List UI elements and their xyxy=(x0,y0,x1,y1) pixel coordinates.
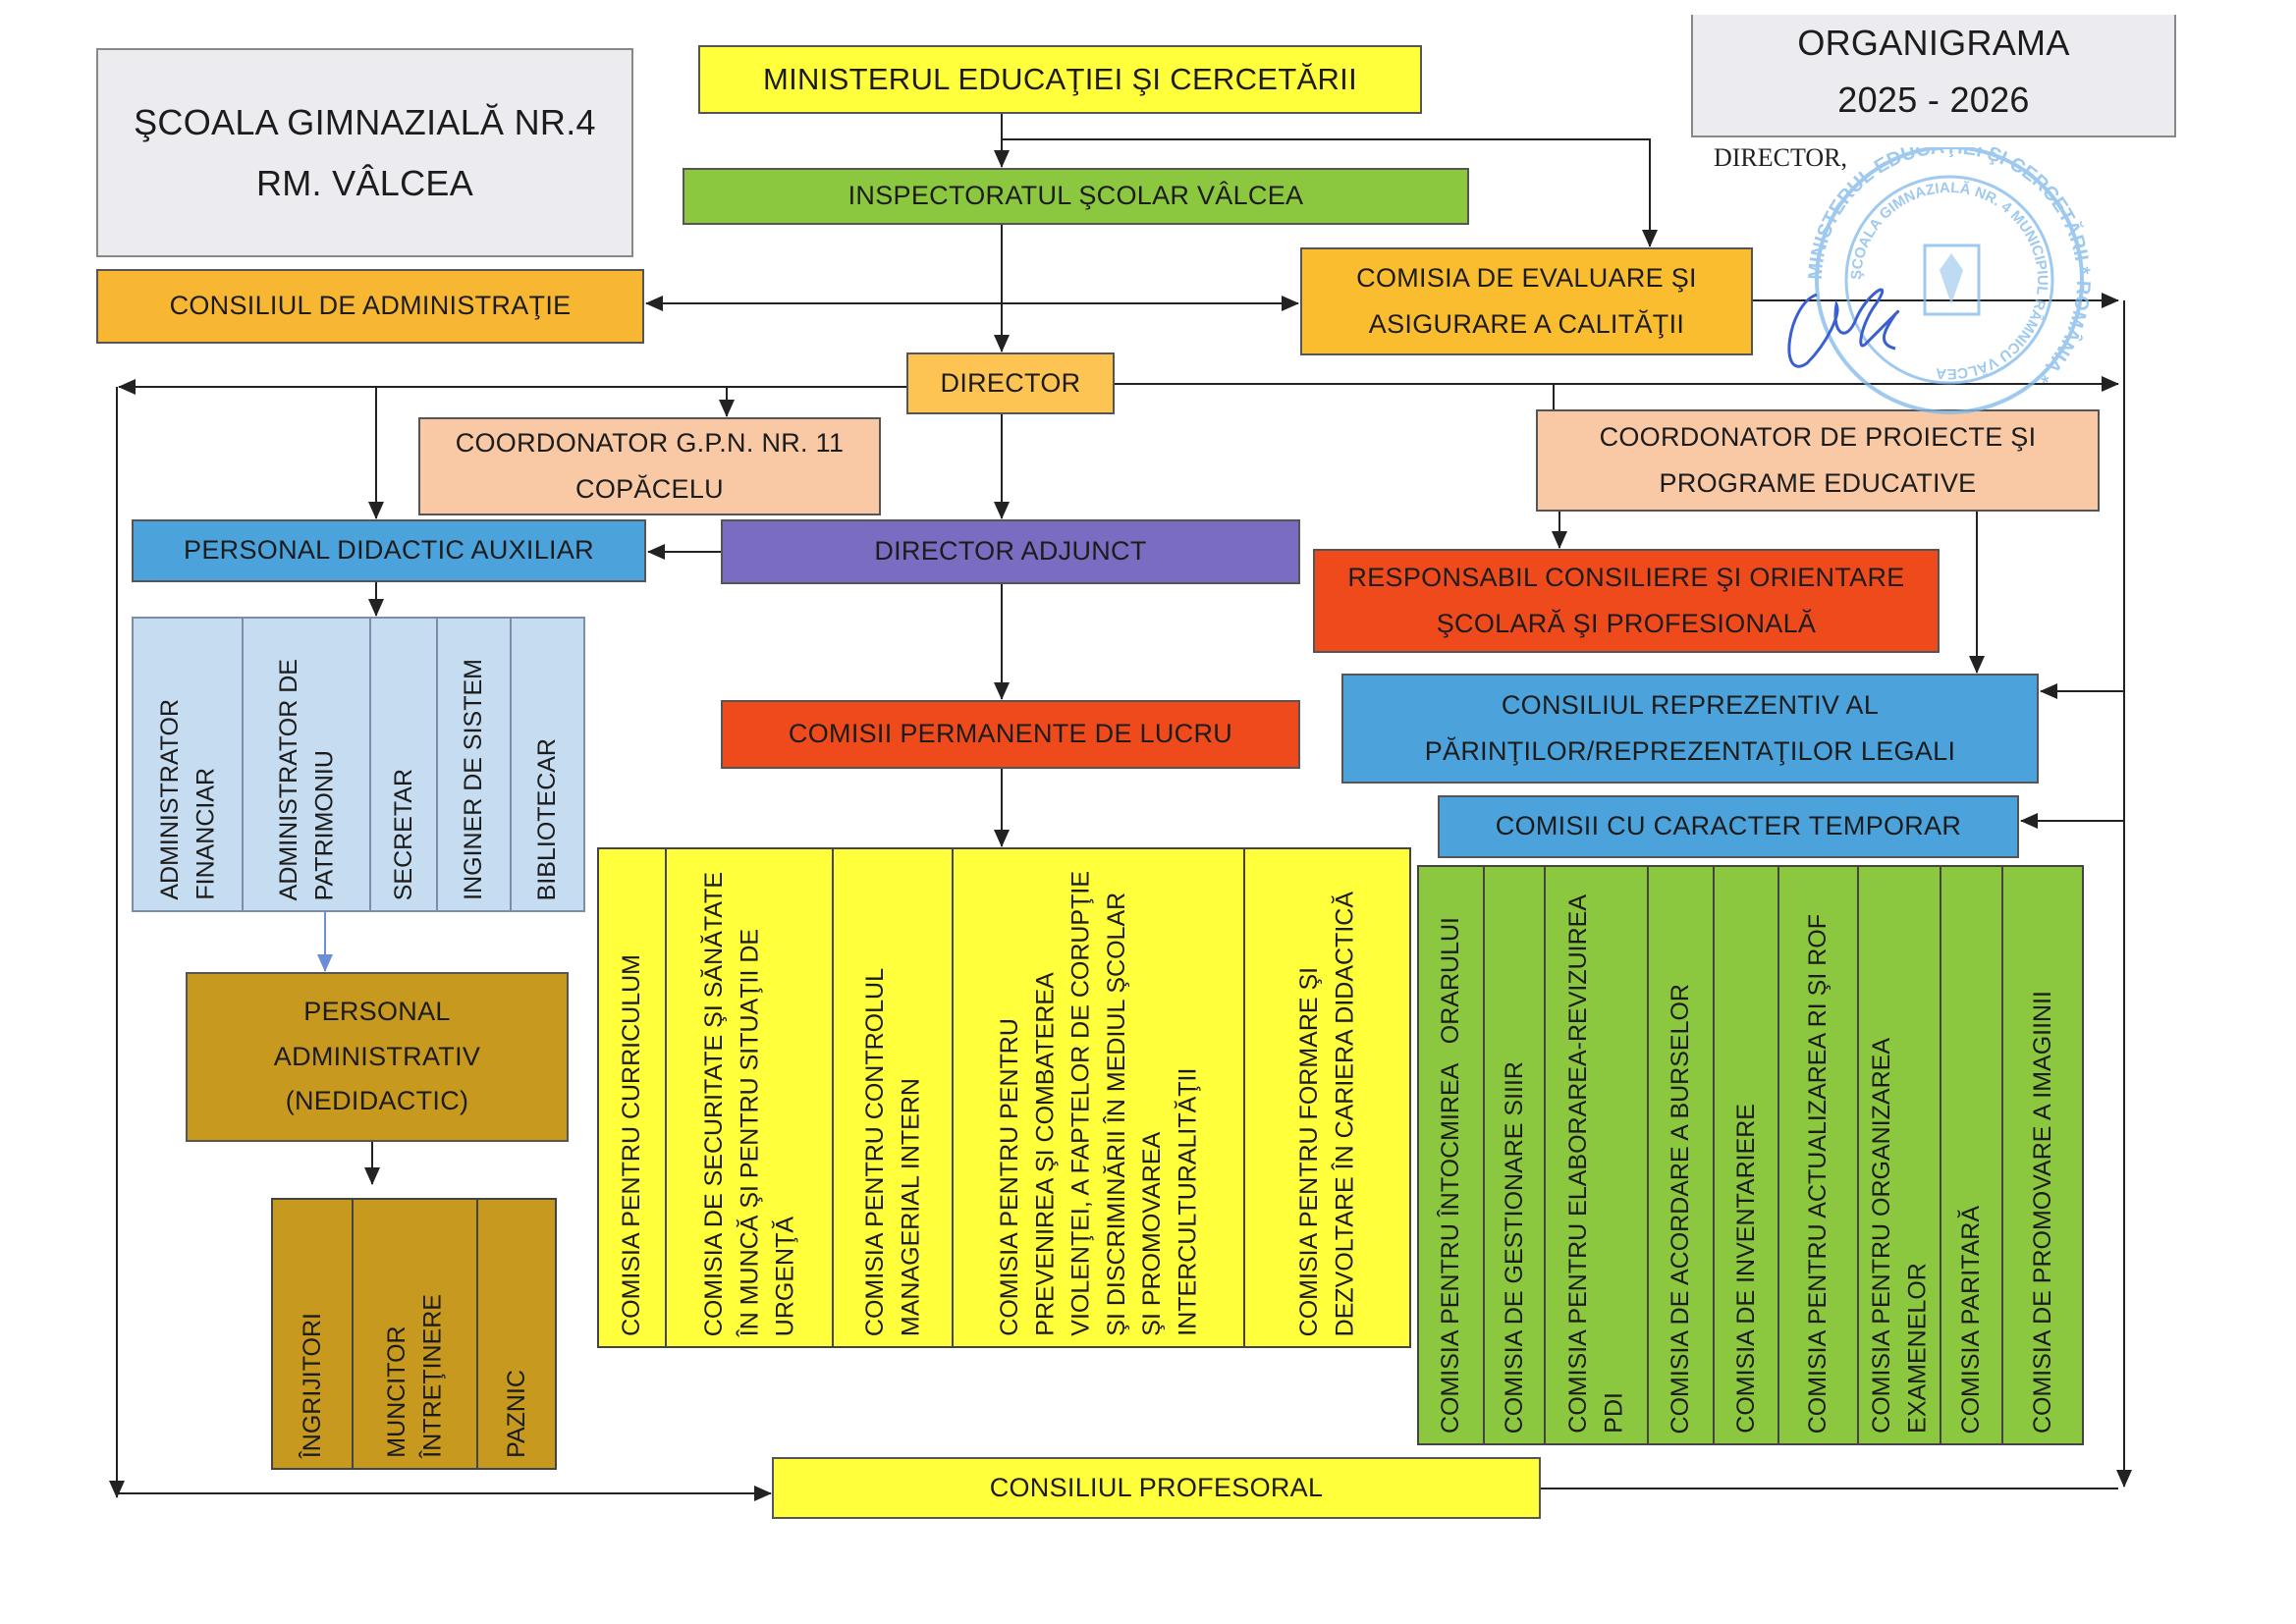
admin-roles-table: ÎNGRIJITORI MUNCITOR ÎNTREŢINERE PAZNIC xyxy=(271,1198,557,1470)
school-city: RM. VÂLCEA xyxy=(255,162,474,203)
permanent-commission: COMISIA PENTRU FORMARE ŞI DEZVOLTARE ÎN … xyxy=(1245,849,1409,1346)
temporary-commission-label: COMISIA PENTRU ELABORAREA-REVIZUIREA PDI xyxy=(1564,894,1628,1434)
deputy-director-label: DIRECTOR ADJUNCT xyxy=(874,536,1147,567)
inspectorate-label: INSPECTORATUL ŞCOLAR VÂLCEA xyxy=(847,181,1304,211)
admin-role: MUNCITOR ÎNTREŢINERE xyxy=(354,1200,478,1468)
temporary-commission-label: COMISIA PENTRU ACTUALIZAREA RI ŞI ROF xyxy=(1804,913,1832,1434)
director-box: DIRECTOR xyxy=(906,352,1115,414)
inspectorate-box: INSPECTORATUL ŞCOLAR VÂLCEA xyxy=(683,168,1469,225)
parents-council-line2: PĂRINŢILOR/REPREZENTAŢILOR LEGALI xyxy=(1424,736,1956,766)
school-name: ŞCOALA GIMNAZIALĂ NR.4 xyxy=(134,102,596,143)
auxiliary-role-label: SECRETAR xyxy=(389,768,417,900)
permanent-commission: COMISIA PENTRU CURRICULUM xyxy=(599,849,667,1346)
projects-coordinator-line1: COORDONATOR DE PROIECTE ŞI xyxy=(1599,421,2037,452)
temporary-commission: COMISIA PENTRU ORGANIZAREA EXAMENELOR xyxy=(1859,867,1941,1443)
admin-staff-line2: ADMINISTRATIV xyxy=(273,1041,481,1071)
temporary-commission: COMISIA DE ACORDARE A BURSELOR xyxy=(1649,867,1715,1443)
temporary-commission: COMISIA DE PROMOVARE A IMAGIINII xyxy=(2003,867,2082,1443)
school-name-box: ŞCOALA GIMNAZIALĂ NR.4 RM. VÂLCEA xyxy=(96,48,633,257)
permanent-commission-label: COMISIA PENTRU FORMARE ŞI DEZVOLTARE ÎN … xyxy=(1295,891,1359,1336)
temporary-commission-label: COMISIA DE INVENTARIERE xyxy=(1731,1104,1760,1434)
quality-commission-box: COMISIA DE EVALUARE ŞI ASIGURARE A CALIT… xyxy=(1300,247,1753,355)
permanent-commissions-box: COMISII PERMANENTE DE LUCRU xyxy=(721,700,1300,769)
auxiliary-role-label: ADMINISTRATOR FINANCIAR xyxy=(155,699,219,900)
permanent-commission: COMISIA PENTRU CONTROLUL MANAGERIAL INTE… xyxy=(834,849,954,1346)
temporary-commissions-box: COMISII CU CARACTER TEMPORAR xyxy=(1438,795,2019,858)
temporary-commission-label: COMISIA DE GESTIONARE SIIIR xyxy=(1500,1060,1528,1434)
ministry-box: MINISTERUL EDUCAŢIEI ŞI CERCETĂRII xyxy=(698,45,1422,114)
auxiliary-role: INGINER DE SISTEM xyxy=(438,619,512,910)
auxiliary-role: BIBLIOTECAR xyxy=(512,619,583,910)
temporary-commission: COMISIA PENTRU ACTUALIZAREA RI ŞI ROF xyxy=(1779,867,1859,1443)
permanent-commission: COMISIA PENTRU PENTRU PREVENIREA ŞI COMB… xyxy=(954,849,1245,1346)
permanent-commission: COMISIA DE SECURITATE ŞI SĂNĂTATE ÎN MUN… xyxy=(667,849,834,1346)
parents-council-line1: CONSILIUL REPREZENTIV AL xyxy=(1501,689,1880,720)
organigram-title-box: ORGANIGRAMA 2025 - 2026 xyxy=(1691,15,2176,137)
permanent-commission-label: COMISIA PENTRU CONTROLUL MANAGERIAL INTE… xyxy=(860,967,924,1336)
gpn-coordinator-box: COORDONATOR G.P.N. NR. 11 COPĂCELU xyxy=(418,417,881,515)
auxiliary-roles-table: ADMINISTRATOR FINANCIAR ADMINISTRATOR DE… xyxy=(132,617,585,912)
permanent-commission-label: COMISIA PENTRU CURRICULUM xyxy=(618,954,646,1336)
temporary-commission-label: COMISIA DE PROMOVARE A IMAGIINII xyxy=(2028,990,2056,1434)
temporary-commission-label: COMISIA PENTRU ORGANIZAREA EXAMENELOR xyxy=(1867,1038,1931,1434)
permanent-commissions-label: COMISII PERMANENTE DE LUCRU xyxy=(788,719,1233,749)
ministry-label: MINISTERUL EDUCAŢIEI ŞI CERCETĂRII xyxy=(762,61,1357,96)
director-label: DIRECTOR xyxy=(940,367,1081,398)
quality-commission-line2: ASIGURARE A CALITĂŢII xyxy=(1368,309,1685,339)
parents-council-box: CONSILIUL REPREZENTIV AL PĂRINŢILOR/REPR… xyxy=(1341,674,2039,784)
counseling-line1: RESPONSABIL CONSILIERE ŞI ORIENTARE xyxy=(1347,562,1905,592)
temporary-commission: COMISIA PARITARĂ xyxy=(1941,867,2003,1443)
admin-staff-line3: (NEDIDACTIC) xyxy=(285,1086,469,1116)
counseling-box: RESPONSABIL CONSILIERE ŞI ORIENTARE ŞCOL… xyxy=(1313,549,1940,653)
admin-role-label: PAZNIC xyxy=(502,1370,530,1458)
permanent-commissions-table: COMISIA PENTRU CURRICULUM COMISIA DE SEC… xyxy=(597,847,1411,1348)
teachers-council-box: CONSILIUL PROFESORAL xyxy=(772,1457,1541,1519)
projects-coordinator-box: COORDONATOR DE PROIECTE ŞI PROGRAME EDUC… xyxy=(1536,409,2100,512)
school-year: 2025 - 2026 xyxy=(1837,79,2030,120)
auxiliary-role-label: INGINER DE SISTEM xyxy=(460,659,488,900)
auxiliary-role-label: BIBLIOTECAR xyxy=(533,737,562,900)
teachers-council-label: CONSILIUL PROFESORAL xyxy=(989,1472,1324,1502)
admin-role-label: MUNCITOR ÎNTREŢINERE xyxy=(383,1294,447,1458)
gpn-coordinator-line1: COORDONATOR G.P.N. NR. 11 xyxy=(455,427,845,458)
auxiliary-role: ADMINISTRATOR FINANCIAR xyxy=(134,619,244,910)
auxiliary-staff-box: PERSONAL DIDACTIC AUXILIAR xyxy=(132,519,646,582)
projects-coordinator-line2: PROGRAME EDUCATIVE xyxy=(1659,468,1977,498)
quality-commission-line1: COMISIA DE EVALUARE ŞI xyxy=(1356,262,1697,293)
deputy-director-box: DIRECTOR ADJUNCT xyxy=(721,519,1300,584)
admin-role: PAZNIC xyxy=(478,1200,555,1468)
counseling-line2: ŞCOLARĂ ŞI PROFESIONALĂ xyxy=(1436,609,1817,638)
admin-role-label: ÎNGRIJITORI xyxy=(298,1312,326,1458)
admin-council-label: CONSILIUL DE ADMINISTRAŢIE xyxy=(169,291,572,321)
temporary-commission-label: COMISIA PARITARĂ xyxy=(1957,1205,1986,1434)
permanent-commission-label: COMISIA PENTRU PENTRU PREVENIREA ŞI COMB… xyxy=(995,871,1201,1336)
temporary-commission-label: COMISIA PENTRU ÎNTOCMIREA ORARULUI xyxy=(1437,916,1465,1434)
temporary-commission: COMISIA PENTRU ÎNTOCMIREA ORARULUI xyxy=(1419,867,1485,1443)
permanent-commission-label: COMISIA DE SECURITATE ŞI SĂNĂTATE ÎN MUN… xyxy=(699,871,799,1336)
admin-role: ÎNGRIJITORI xyxy=(273,1200,354,1468)
auxiliary-role-label: ADMINISTRATOR DE PATRIMONIU xyxy=(274,658,338,900)
admin-staff-line1: PERSONAL xyxy=(303,996,451,1026)
admin-staff-box: PERSONAL ADMINISTRATIV (NEDIDACTIC) xyxy=(186,972,569,1142)
temporary-commissions-label: COMISII CU CARACTER TEMPORAR xyxy=(1495,811,1962,841)
admin-council-box: CONSILIUL DE ADMINISTRAŢIE xyxy=(96,269,644,344)
temporary-commissions-table: COMISIA PENTRU ÎNTOCMIREA ORARULUI COMIS… xyxy=(1417,865,2084,1445)
auxiliary-role: ADMINISTRATOR DE PATRIMONIU xyxy=(244,619,371,910)
gpn-coordinator-line2: COPĂCELU xyxy=(575,474,724,504)
temporary-commission: COMISIA DE INVENTARIERE xyxy=(1715,867,1779,1443)
auxiliary-staff-label: PERSONAL DIDACTIC AUXILIAR xyxy=(184,535,594,566)
director-signature-label: DIRECTOR, xyxy=(1714,143,1848,172)
temporary-commission-label: COMISIA DE ACORDARE A BURSELOR xyxy=(1667,983,1695,1434)
temporary-commission: COMISIA DE GESTIONARE SIIIR xyxy=(1485,867,1546,1443)
temporary-commission: COMISIA PENTRU ELABORAREA-REVIZUIREA PDI xyxy=(1546,867,1649,1443)
official-stamp: MINISTERUL EDUCAŢIEI ŞI CERCETĂRII * ROM… xyxy=(1787,147,2094,414)
auxiliary-role: SECRETAR xyxy=(371,619,438,910)
organigram-title: ORGANIGRAMA xyxy=(1797,23,2070,63)
